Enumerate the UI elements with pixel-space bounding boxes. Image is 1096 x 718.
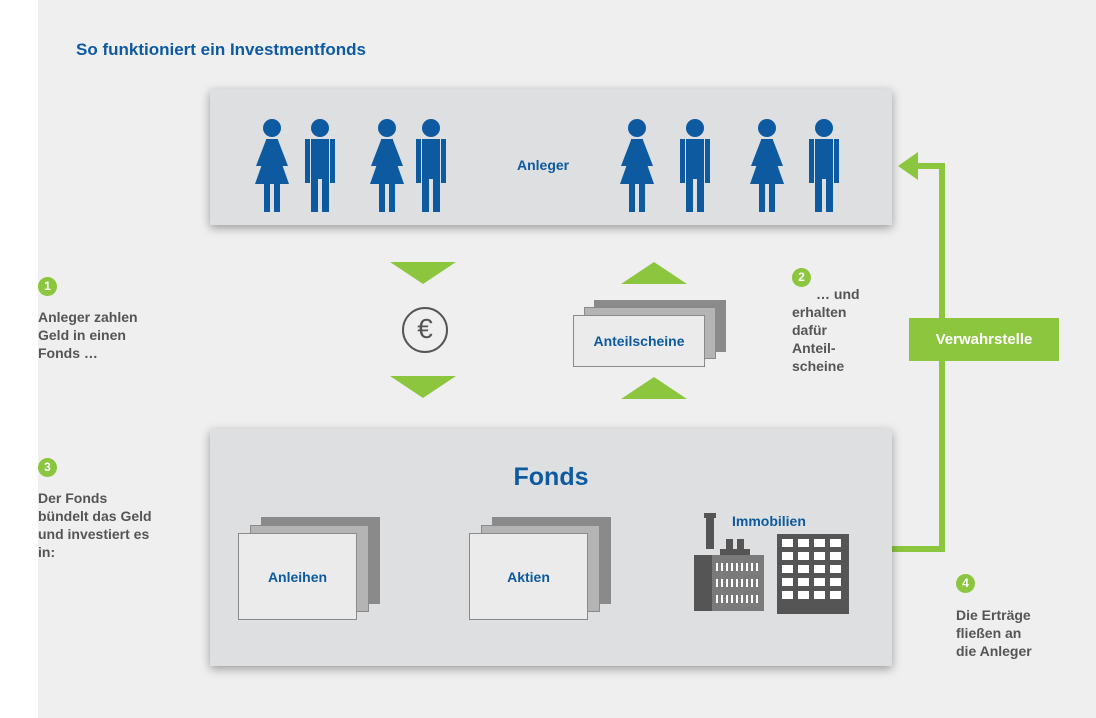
man-icon xyxy=(416,119,446,212)
step-2-head: … und xyxy=(816,286,860,302)
return-flow-top-line xyxy=(913,163,945,169)
office-building-icon xyxy=(777,534,849,614)
step-2-text: erhalten dafür Anteil-scheine xyxy=(792,304,847,374)
step-3-text: Der Fonds bündelt das Geld und investier… xyxy=(38,490,152,560)
verwahrstelle-box: Verwahrstelle xyxy=(909,318,1059,361)
anteilscheine-label: Anteilscheine xyxy=(593,333,685,349)
woman-icon xyxy=(750,119,784,212)
investor-group-right xyxy=(620,119,839,212)
aktien-label: Aktien xyxy=(507,568,550,585)
anteilscheine-card: Anteilscheine xyxy=(573,315,705,367)
anleger-label: Anleger xyxy=(517,157,570,173)
anleger-panel: Anleger xyxy=(210,89,892,225)
immobilien-label: Immobilien xyxy=(732,513,806,529)
fonds-title: Fonds xyxy=(513,463,589,491)
arrow-up-icon xyxy=(621,377,687,399)
step-4-badge: 4 xyxy=(956,574,975,593)
euro-coin-icon xyxy=(402,307,448,353)
aktien-card: Aktien xyxy=(469,533,588,620)
return-arrow-head-icon xyxy=(898,152,918,180)
return-flow-bottom-line xyxy=(892,546,945,552)
step-3-badge: 3 xyxy=(38,458,57,477)
investor-group-left xyxy=(255,119,446,212)
woman-icon xyxy=(370,119,404,212)
step-1-text: Anleger zahlen Geld in einen Fonds … xyxy=(38,309,138,361)
fonds-panel: Fonds Anleihen Aktien Immobilien xyxy=(210,429,892,666)
euro-symbol: € xyxy=(417,313,433,344)
man-icon xyxy=(305,119,335,212)
woman-icon xyxy=(255,119,289,212)
page-title: So funktioniert ein Investmentfonds xyxy=(76,40,366,59)
step-2-badge: 2 xyxy=(792,268,811,287)
woman-icon xyxy=(620,119,654,212)
factory-icon xyxy=(694,513,764,611)
diagram-canvas: So funktioniert ein Investmentfonds xyxy=(38,0,1096,718)
step-4-text: Die Erträge fließen an die Anleger xyxy=(956,607,1032,659)
anleihen-label: Anleihen xyxy=(267,568,328,585)
arrow-down-icon xyxy=(390,262,456,284)
arrow-down-icon xyxy=(390,376,456,398)
arrow-up-icon xyxy=(621,262,687,284)
anleihen-card: Anleihen xyxy=(238,533,357,620)
man-icon xyxy=(809,119,839,212)
man-icon xyxy=(680,119,710,212)
step-1-badge: 1 xyxy=(38,277,57,296)
